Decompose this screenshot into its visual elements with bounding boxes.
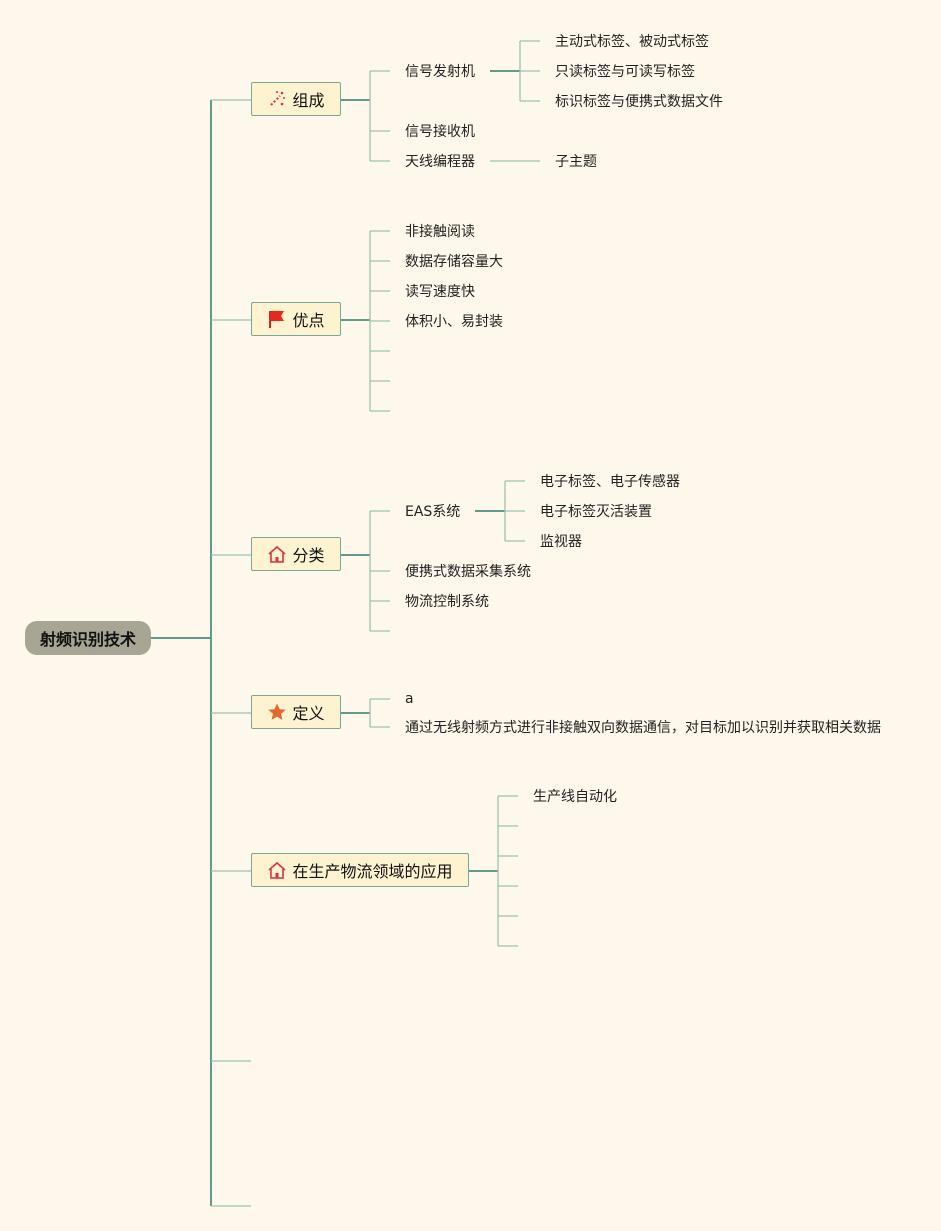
subtopic[interactable]: 信号接收机: [405, 124, 475, 140]
house-icon: [268, 545, 287, 563]
subtopic[interactable]: 读写速度快: [405, 284, 475, 300]
house-icon: [268, 861, 287, 879]
subtopic[interactable]: 电子标签灭活装置: [540, 504, 652, 520]
subtopic[interactable]: a: [405, 691, 414, 707]
subtopic[interactable]: 电子标签、电子传感器: [540, 474, 680, 490]
topic-classification[interactable]: 分类: [251, 537, 341, 571]
topic-label: 优点: [292, 311, 325, 330]
subtopic[interactable]: 主动式标签、被动式标签: [555, 34, 709, 50]
topic-label: 在生产物流领域的应用: [292, 862, 453, 881]
topic-label: 分类: [292, 546, 325, 565]
subtopic[interactable]: 便携式数据采集系统: [405, 564, 531, 580]
subtopic[interactable]: 天线编程器: [405, 154, 475, 170]
topic-advantages[interactable]: 优点: [251, 302, 341, 336]
subtopic[interactable]: 生产线自动化: [533, 789, 617, 805]
subtopic[interactable]: 数据存储容量大: [405, 254, 503, 270]
topic-label: 定义: [292, 704, 325, 723]
subtopic[interactable]: 体积小、易封装: [405, 314, 503, 330]
topic-application[interactable]: 在生产物流领域的应用: [251, 853, 469, 887]
topic-definition[interactable]: 定义: [251, 695, 341, 729]
subtopic[interactable]: 通过无线射频方式进行非接触双向数据通信，对目标加以识别并获取相关数据: [405, 720, 881, 736]
subtopic[interactable]: 物流控制系统: [405, 594, 489, 610]
subtopic[interactable]: 非接触阅读: [405, 224, 475, 240]
magic-wand-icon: [270, 91, 286, 106]
root-label: 射频识别技术: [39, 630, 136, 649]
red-flag-icon: [269, 311, 285, 328]
subtopic[interactable]: 监视器: [540, 534, 582, 550]
subtopic[interactable]: 子主题: [555, 154, 597, 170]
star-icon: [268, 703, 287, 720]
topic-label: 组成: [292, 91, 325, 110]
subtopic[interactable]: 只读标签与可读写标签: [555, 64, 695, 80]
root-topic[interactable]: 射频识别技术: [25, 621, 151, 655]
subtopic[interactable]: 标识标签与便携式数据文件: [555, 94, 723, 110]
subtopic[interactable]: 信号发射机: [405, 64, 475, 80]
topic-composition[interactable]: 组成: [251, 82, 341, 116]
subtopic[interactable]: EAS系统: [405, 504, 461, 520]
